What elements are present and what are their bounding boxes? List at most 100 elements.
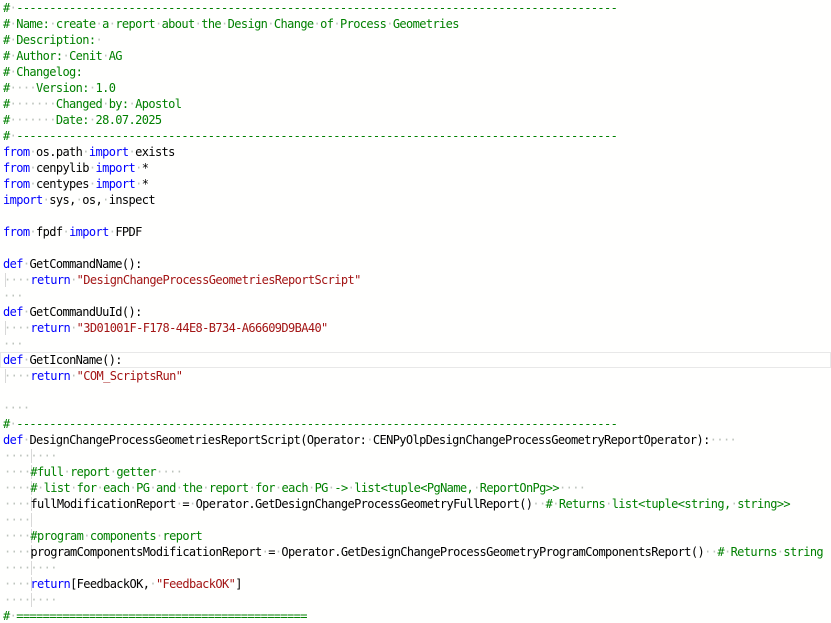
whitespace-dots: ·	[70, 321, 77, 335]
whitespace-dots: ·	[95, 33, 103, 47]
code-line[interactable]: from·os.path·import·exists	[0, 144, 831, 160]
code-line[interactable]: ···	[0, 336, 831, 352]
code-line[interactable]: from·cenpylib·import·*	[0, 160, 831, 176]
code-line[interactable]: #····Version:·1.0	[0, 80, 831, 96]
code-line[interactable]: ···	[0, 288, 831, 304]
code-token: centypes	[36, 177, 89, 191]
code-line[interactable]: #·--------------------------------------…	[0, 416, 831, 432]
whitespace-dots: ·	[9, 609, 17, 623]
code-token: each	[103, 481, 130, 495]
whitespace-dots: ·	[366, 433, 373, 447]
code-line[interactable]: #·--------------------------------------…	[0, 128, 831, 144]
code-line[interactable]: ····#·list·for·each·PG·and·the·report·fo…	[0, 480, 831, 496]
whitespace-dots: ·	[9, 65, 17, 79]
code-token: sys,	[49, 193, 76, 207]
code-token: "FeedbackOK"	[155, 577, 236, 591]
whitespace-dots: ·	[88, 161, 96, 175]
whitespace-dots: ·	[9, 49, 17, 63]
code-token: fpdf	[36, 225, 63, 239]
whitespace-dots: ·	[128, 145, 136, 159]
code-token: fullModificationReport	[30, 497, 176, 511]
code-line[interactable]: from·fpdf·import·FPDF	[0, 224, 831, 240]
code-token: and	[155, 481, 176, 495]
whitespace-dots: ·	[248, 481, 256, 495]
code-line[interactable]: ····return·"COM_ScriptsRun"	[0, 368, 831, 384]
whitespace-dots: ·	[723, 545, 731, 559]
code-line[interactable]: ····#program·components·report	[0, 528, 831, 544]
whitespace-dots: ·	[29, 145, 37, 159]
code-token: import	[88, 145, 129, 159]
whitespace-dots: ·	[75, 193, 83, 207]
whitespace-dots: ····	[709, 433, 737, 447]
whitespace-dots: ·	[108, 225, 116, 239]
code-token: FPDF	[115, 225, 142, 239]
code-token: ----------------------------------------…	[16, 417, 618, 431]
code-line[interactable]: ····	[0, 512, 831, 528]
code-line[interactable]: ····fullModificationReport·=·Operator.Ge…	[0, 496, 831, 512]
code-token: ========================================…	[16, 609, 307, 623]
code-token: ReportOnPg>>	[479, 481, 560, 495]
code-token: Change	[273, 17, 314, 31]
code-token: GetCommandUuId():	[29, 305, 142, 319]
code-line[interactable]	[0, 384, 831, 400]
whitespace-dots: ·	[347, 481, 355, 495]
code-token: report	[115, 17, 155, 31]
whitespace-dots: ·	[776, 545, 784, 559]
code-line[interactable]: def·GetCommandName():	[0, 256, 831, 272]
whitespace-dots: ·······	[9, 97, 57, 111]
code-token: import	[69, 225, 109, 239]
whitespace-dots: ·	[102, 49, 109, 63]
whitespace-dots: ·	[9, 129, 17, 143]
code-line[interactable]: def·DesignChangeProcessGeometriesReportS…	[0, 432, 831, 448]
whitespace-dots: ····	[4, 273, 31, 287]
code-line[interactable]: #·Author:·Cenit·AG	[0, 48, 831, 64]
code-line[interactable]: ····	[0, 400, 831, 416]
code-line[interactable]: #·Changelog:	[0, 64, 831, 80]
code-line[interactable]: ····return·"3D01001F-F178-44E8-B734-A666…	[0, 320, 831, 336]
whitespace-dots: ·	[42, 193, 50, 207]
code-token: import	[95, 161, 136, 175]
code-line[interactable]: #·Name:·create·a·report·about·the·Design…	[0, 16, 831, 32]
code-line[interactable]: def·GetCommandUuId():	[0, 304, 831, 320]
whitespace-dots: ·	[175, 481, 183, 495]
code-token: Geometries	[392, 17, 460, 31]
code-line[interactable]: ········	[0, 448, 831, 464]
code-token: #full	[30, 465, 64, 479]
code-line[interactable]: #·Description:·	[0, 32, 831, 48]
code-line[interactable]: ····return[FeedbackOK,·"FeedbackOK"]	[0, 576, 831, 592]
code-line[interactable]: ········	[0, 560, 831, 576]
code-line[interactable]: import·sys,·os,·inspect	[0, 192, 831, 208]
code-line[interactable]: #·······Changed·by:·Apostol	[0, 96, 831, 112]
code-line[interactable]: ····programComponentsModificationReport·…	[0, 544, 831, 560]
code-line[interactable]	[0, 240, 831, 256]
code-line[interactable]: ········	[0, 592, 831, 608]
code-token: for	[76, 481, 97, 495]
whitespace-dots: ·	[129, 481, 137, 495]
whitespace-dots: ········	[4, 593, 57, 607]
code-line[interactable]: from·centypes·import·*	[0, 176, 831, 192]
code-token: report	[162, 529, 203, 543]
code-line[interactable]: ····#full·report·getter····	[0, 464, 831, 480]
code-line[interactable]	[0, 208, 831, 224]
whitespace-dots: ····	[4, 321, 31, 335]
code-token: about	[161, 17, 196, 31]
whitespace-dots: ·	[88, 177, 96, 191]
whitespace-dots: ·	[37, 481, 44, 495]
whitespace-dots: ····	[4, 545, 31, 559]
code-token: list<tuple<PgName,	[354, 481, 474, 495]
code-line[interactable]: ····return·"DesignChangeProcessGeometrie…	[0, 272, 831, 288]
whitespace-dots: ···	[3, 289, 23, 303]
code-token: *	[141, 177, 149, 191]
code-line-current[interactable]: def·GetIconName():	[0, 352, 831, 368]
code-line[interactable]: #·--------------------------------------…	[0, 0, 831, 16]
whitespace-dots: ·	[22, 257, 30, 271]
whitespace-dots: ·	[96, 481, 104, 495]
code-token: #	[30, 481, 38, 495]
code-token: Returns	[730, 545, 778, 559]
code-line[interactable]: #·······Date:·28.07.2025	[0, 112, 831, 128]
code-line[interactable]: #·======================================…	[0, 608, 831, 623]
code-token: cenpylib	[36, 161, 89, 175]
code-token: 1.0	[95, 81, 116, 95]
whitespace-dots: ·	[135, 161, 142, 175]
